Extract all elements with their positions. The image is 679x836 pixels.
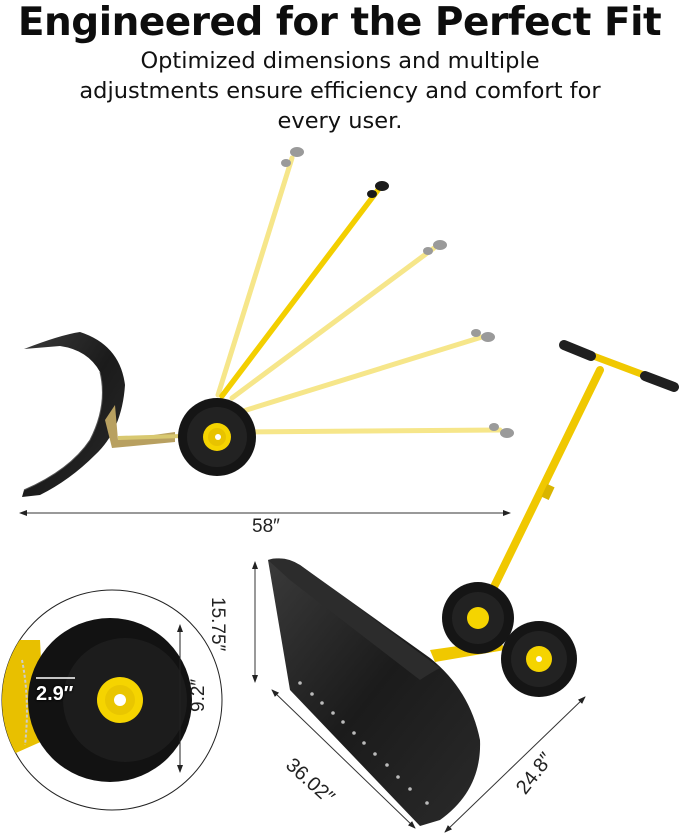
subtitle-line-3: every user. bbox=[277, 108, 403, 134]
dimension-wheel-width: 2.9″ bbox=[36, 683, 74, 705]
lower-right-shovel bbox=[252, 340, 679, 833]
subtitle: Optimized dimensions and multiple adjust… bbox=[40, 46, 640, 136]
subtitle-line-1: Optimized dimensions and multiple bbox=[140, 48, 540, 74]
side-view-shovel bbox=[19, 147, 514, 516]
dimension-blade-height: 15.75″ bbox=[207, 597, 228, 652]
page-title: Engineered for the Perfect Fit bbox=[17, 0, 662, 45]
subtitle-line-2: adjustments ensure efficiency and comfor… bbox=[79, 78, 601, 104]
dimension-wheel-diameter: 9.2″ bbox=[188, 678, 209, 712]
dimension-overall-length: 58″ bbox=[252, 516, 280, 537]
wheel-closeup bbox=[1, 589, 223, 811]
